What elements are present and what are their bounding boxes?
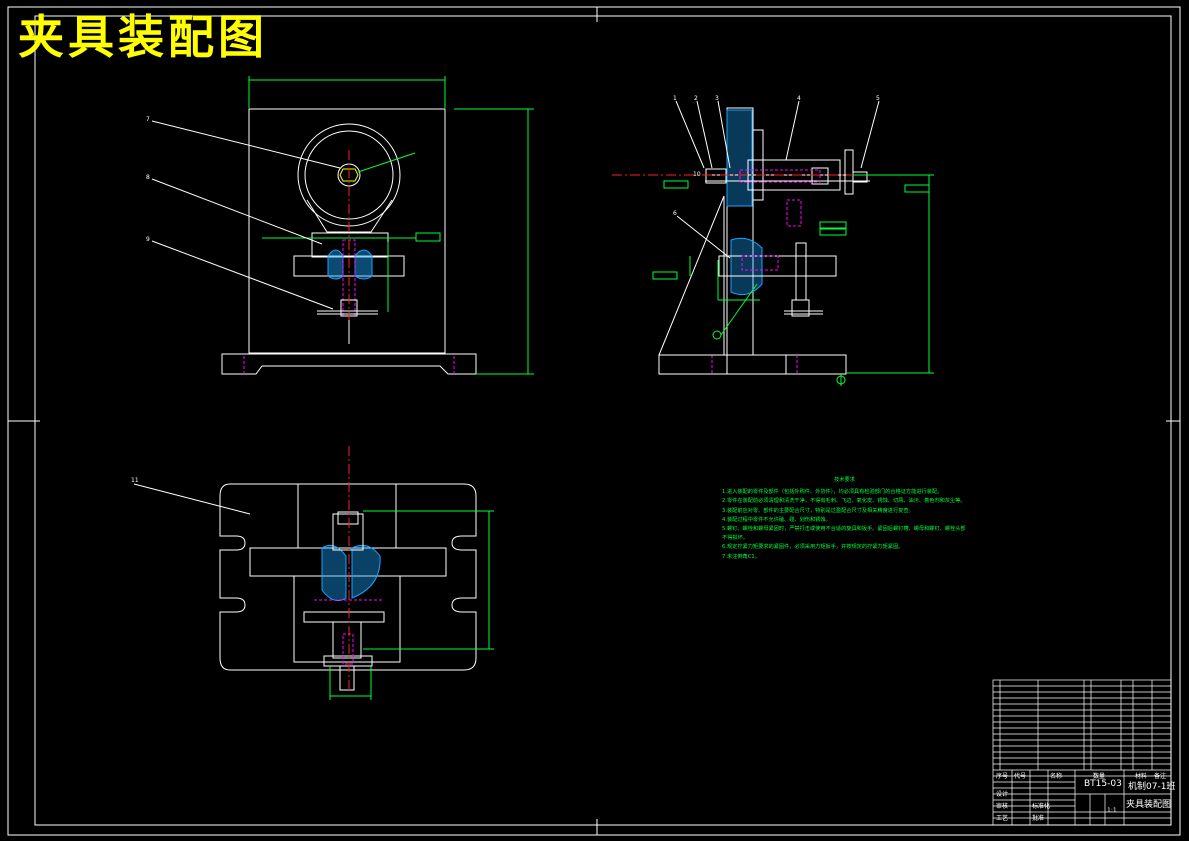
- top-view: [133, 446, 494, 700]
- balloon-5: 5: [876, 95, 880, 102]
- balloon-2: 2: [694, 95, 698, 102]
- title-block: [992, 679, 1172, 826]
- technical-note-item: 1.进入装配的零件及部件（包括外购件、外协件），均必须具有检验部门的合格证方能进…: [722, 489, 943, 496]
- standard-label: 标准化: [1032, 803, 1051, 810]
- front-view: [151, 76, 534, 375]
- technical-note-item: 7.未注倒角C1。: [722, 553, 760, 560]
- balloon-7: 7: [146, 116, 150, 123]
- technical-note-item: 3.装配前应对零、部件的主要配合尺寸，特别是过盈配合尺寸及相关精度进行复查。: [722, 507, 914, 514]
- approve-label: 批准: [1032, 815, 1045, 822]
- balloon-6: 6: [673, 210, 677, 217]
- school-class: 机制07-1班: [1128, 782, 1176, 792]
- balloon-4: 4: [797, 95, 801, 102]
- process-label: 工艺: [996, 815, 1009, 822]
- title-block-header-name: 名称: [1050, 773, 1063, 780]
- title-block-header-code: 代号: [1014, 773, 1027, 780]
- title-block-header-remark: 备注: [1154, 773, 1167, 780]
- balloon-10: 10: [693, 171, 701, 178]
- balloon-3: 3: [715, 95, 719, 102]
- title-block-header-material: 材料: [1135, 773, 1148, 780]
- side-view: [612, 100, 934, 386]
- balloon-8: 8: [146, 174, 150, 181]
- technical-note-item: 4.装配过程中零件不允许磕、碰、划伤和锈蚀。: [722, 516, 831, 523]
- designer-label: 设计: [996, 791, 1009, 798]
- sheet-border: [7, 6, 1181, 836]
- balloon-11: 11: [131, 477, 139, 484]
- drawing-title: 夹具装配图: [18, 10, 268, 64]
- title-block-header-index: 序号: [996, 773, 1009, 780]
- drawing-number: BT15-03: [1084, 779, 1122, 789]
- technical-note-item: 6.规定拧紧力矩要求的紧固件，必须采用力矩扳手，并按规定的拧紧力矩紧固。: [722, 544, 904, 551]
- technical-note-item: 5.螺钉、螺栓和螺母紧固时，严禁打击或使用不合适的旋具和扳手。紧固后螺钉槽、螺母…: [722, 526, 966, 542]
- checker-label: 审核: [996, 803, 1009, 810]
- technical-notes: 技术要求 1.进入装配的零件及部件（包括外购件、外协件），均必须具有检验部门的合…: [722, 476, 967, 562]
- drawing-name: 夹具装配图: [1126, 800, 1172, 810]
- balloon-1: 1: [673, 95, 677, 102]
- title-block-header-qty: 数量: [1093, 773, 1106, 780]
- technical-notes-heading: 技术要求: [834, 477, 855, 483]
- balloon-9: 9: [146, 236, 150, 243]
- technical-note-item: 2.零件在装配前必须清理和清洗干净，不得有毛刺、飞边、氧化皮、锈蚀、切屑、油污、…: [722, 498, 966, 505]
- scale-value: 1:1: [1107, 807, 1117, 814]
